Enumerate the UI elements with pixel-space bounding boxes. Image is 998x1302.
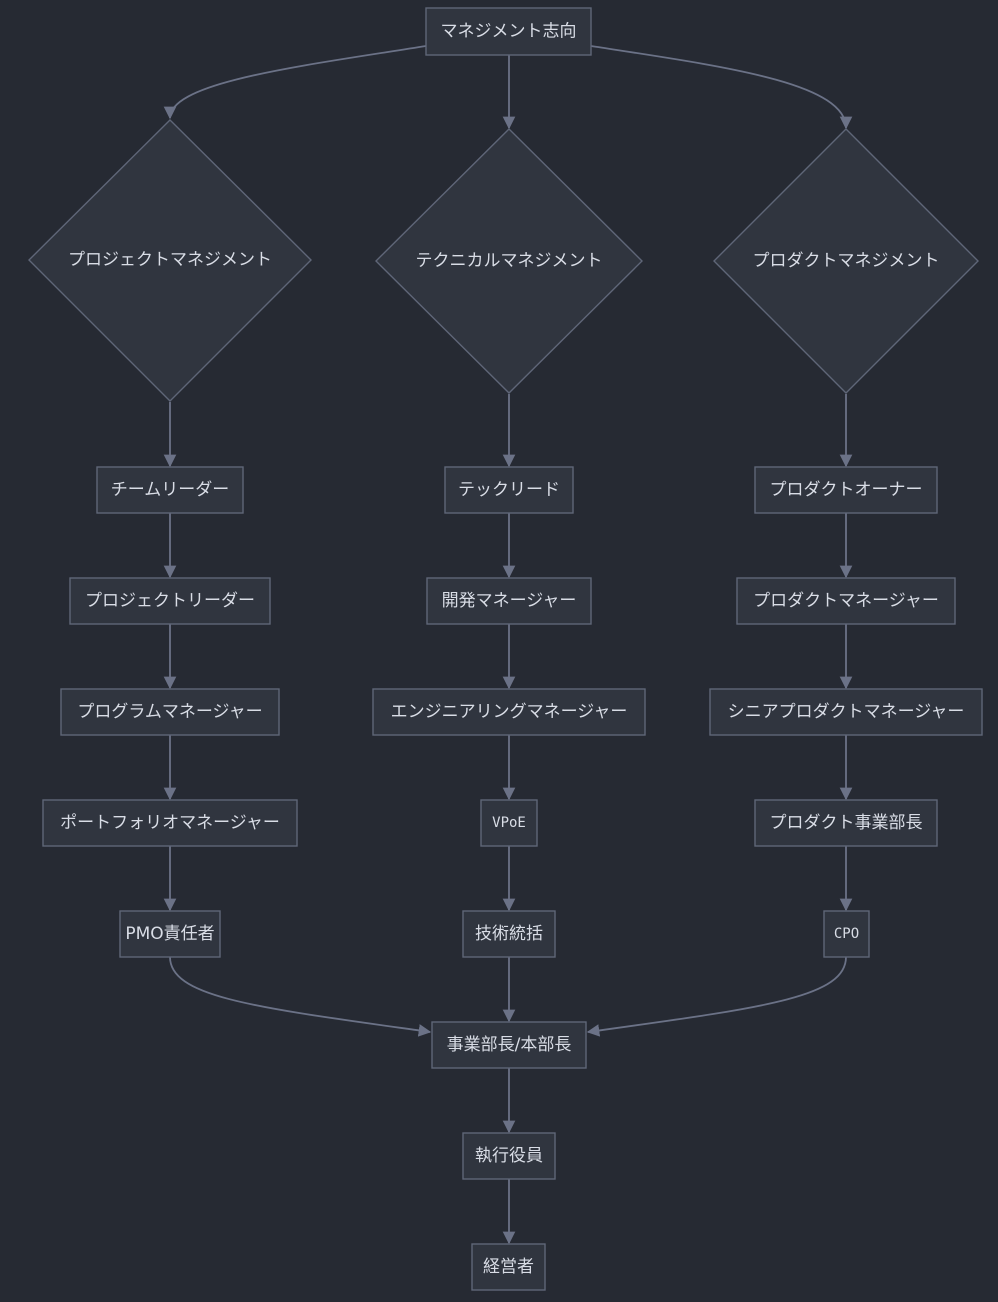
- node-project-step-5: PMO責任者: [119, 910, 221, 958]
- node-project-step-2: プロジェクトリーダー: [69, 577, 271, 625]
- node-technical-step-5-label: 技術統括: [475, 924, 543, 944]
- node-project-step-4-label: ポートフォリオマネージャー: [60, 813, 280, 833]
- node-technical-step-5: 技術統括: [462, 910, 556, 958]
- decision-technical-management-label: テクニカルマネジメント: [416, 251, 603, 271]
- edge-root-to-project: [163, 45, 427, 120]
- edges: [163, 45, 853, 1245]
- node-technical-step-4: VPoE: [480, 799, 538, 847]
- node-technical-step-3-label: エンジニアリングマネージャー: [391, 702, 628, 722]
- decision-technical-management: テクニカルマネジメント: [375, 128, 643, 394]
- decision-product-management-label: プロダクトマネジメント: [753, 251, 940, 271]
- node-technical-step-1-label: テックリード: [458, 480, 560, 500]
- node-executive-officer: 執行役員: [462, 1132, 556, 1180]
- node-product-step-5-label: CPO: [834, 926, 859, 942]
- node-technical-step-2: 開発マネージャー: [426, 577, 592, 625]
- node-technical-step-3: エンジニアリングマネージャー: [372, 688, 646, 736]
- node-product-step-3: シニアプロダクトマネージャー: [709, 688, 983, 736]
- decision-project-management-label: プロジェクトマネジメント: [68, 250, 272, 270]
- decision-product-management: プロダクトマネジメント: [713, 128, 979, 394]
- node-division-head: 事業部長/本部長: [431, 1021, 587, 1069]
- node-product-step-4-label: プロダクト事業部長: [770, 813, 923, 833]
- node-root: マネジメント志向: [425, 7, 592, 56]
- node-project-step-4: ポートフォリオマネージャー: [42, 799, 298, 847]
- node-product-step-2: プロダクトマネージャー: [736, 577, 956, 625]
- node-product-step-4: プロダクト事業部長: [754, 799, 938, 847]
- node-product-step-5: CPO: [823, 910, 870, 958]
- node-executive: 経営者: [471, 1243, 546, 1291]
- node-technical-step-1: テックリード: [444, 466, 574, 514]
- node-division-head-label: 事業部長/本部長: [447, 1035, 572, 1055]
- node-technical-step-2-label: 開発マネージャー: [442, 591, 577, 611]
- node-project-step-2-label: プロジェクトリーダー: [85, 591, 255, 611]
- edge-root-to-product: [590, 45, 853, 130]
- node-product-step-3-label: シニアプロダクトマネージャー: [728, 702, 965, 722]
- node-executive-label: 経営者: [483, 1257, 534, 1277]
- node-project-step-3-label: プログラムマネージャー: [77, 702, 262, 722]
- node-product-step-1-label: プロダクトオーナー: [770, 480, 923, 500]
- node-root-label: マネジメント志向: [441, 22, 577, 42]
- node-technical-step-4-label: VPoE: [492, 815, 526, 831]
- edge-cpo-to-division: [586, 956, 847, 1037]
- node-project-step-1-label: チームリーダー: [111, 480, 230, 500]
- decision-project-management: プロジェクトマネジメント: [28, 119, 312, 402]
- edge-pmo-to-division: [169, 956, 432, 1037]
- node-project-step-1: チームリーダー: [96, 466, 244, 514]
- node-project-step-3: プログラムマネージャー: [60, 688, 280, 736]
- node-executive-officer-label: 執行役員: [475, 1146, 543, 1166]
- node-product-step-1: プロダクトオーナー: [754, 466, 938, 514]
- node-product-step-2-label: プロダクトマネージャー: [753, 591, 939, 611]
- node-project-step-5-label: PMO責任者: [125, 924, 214, 944]
